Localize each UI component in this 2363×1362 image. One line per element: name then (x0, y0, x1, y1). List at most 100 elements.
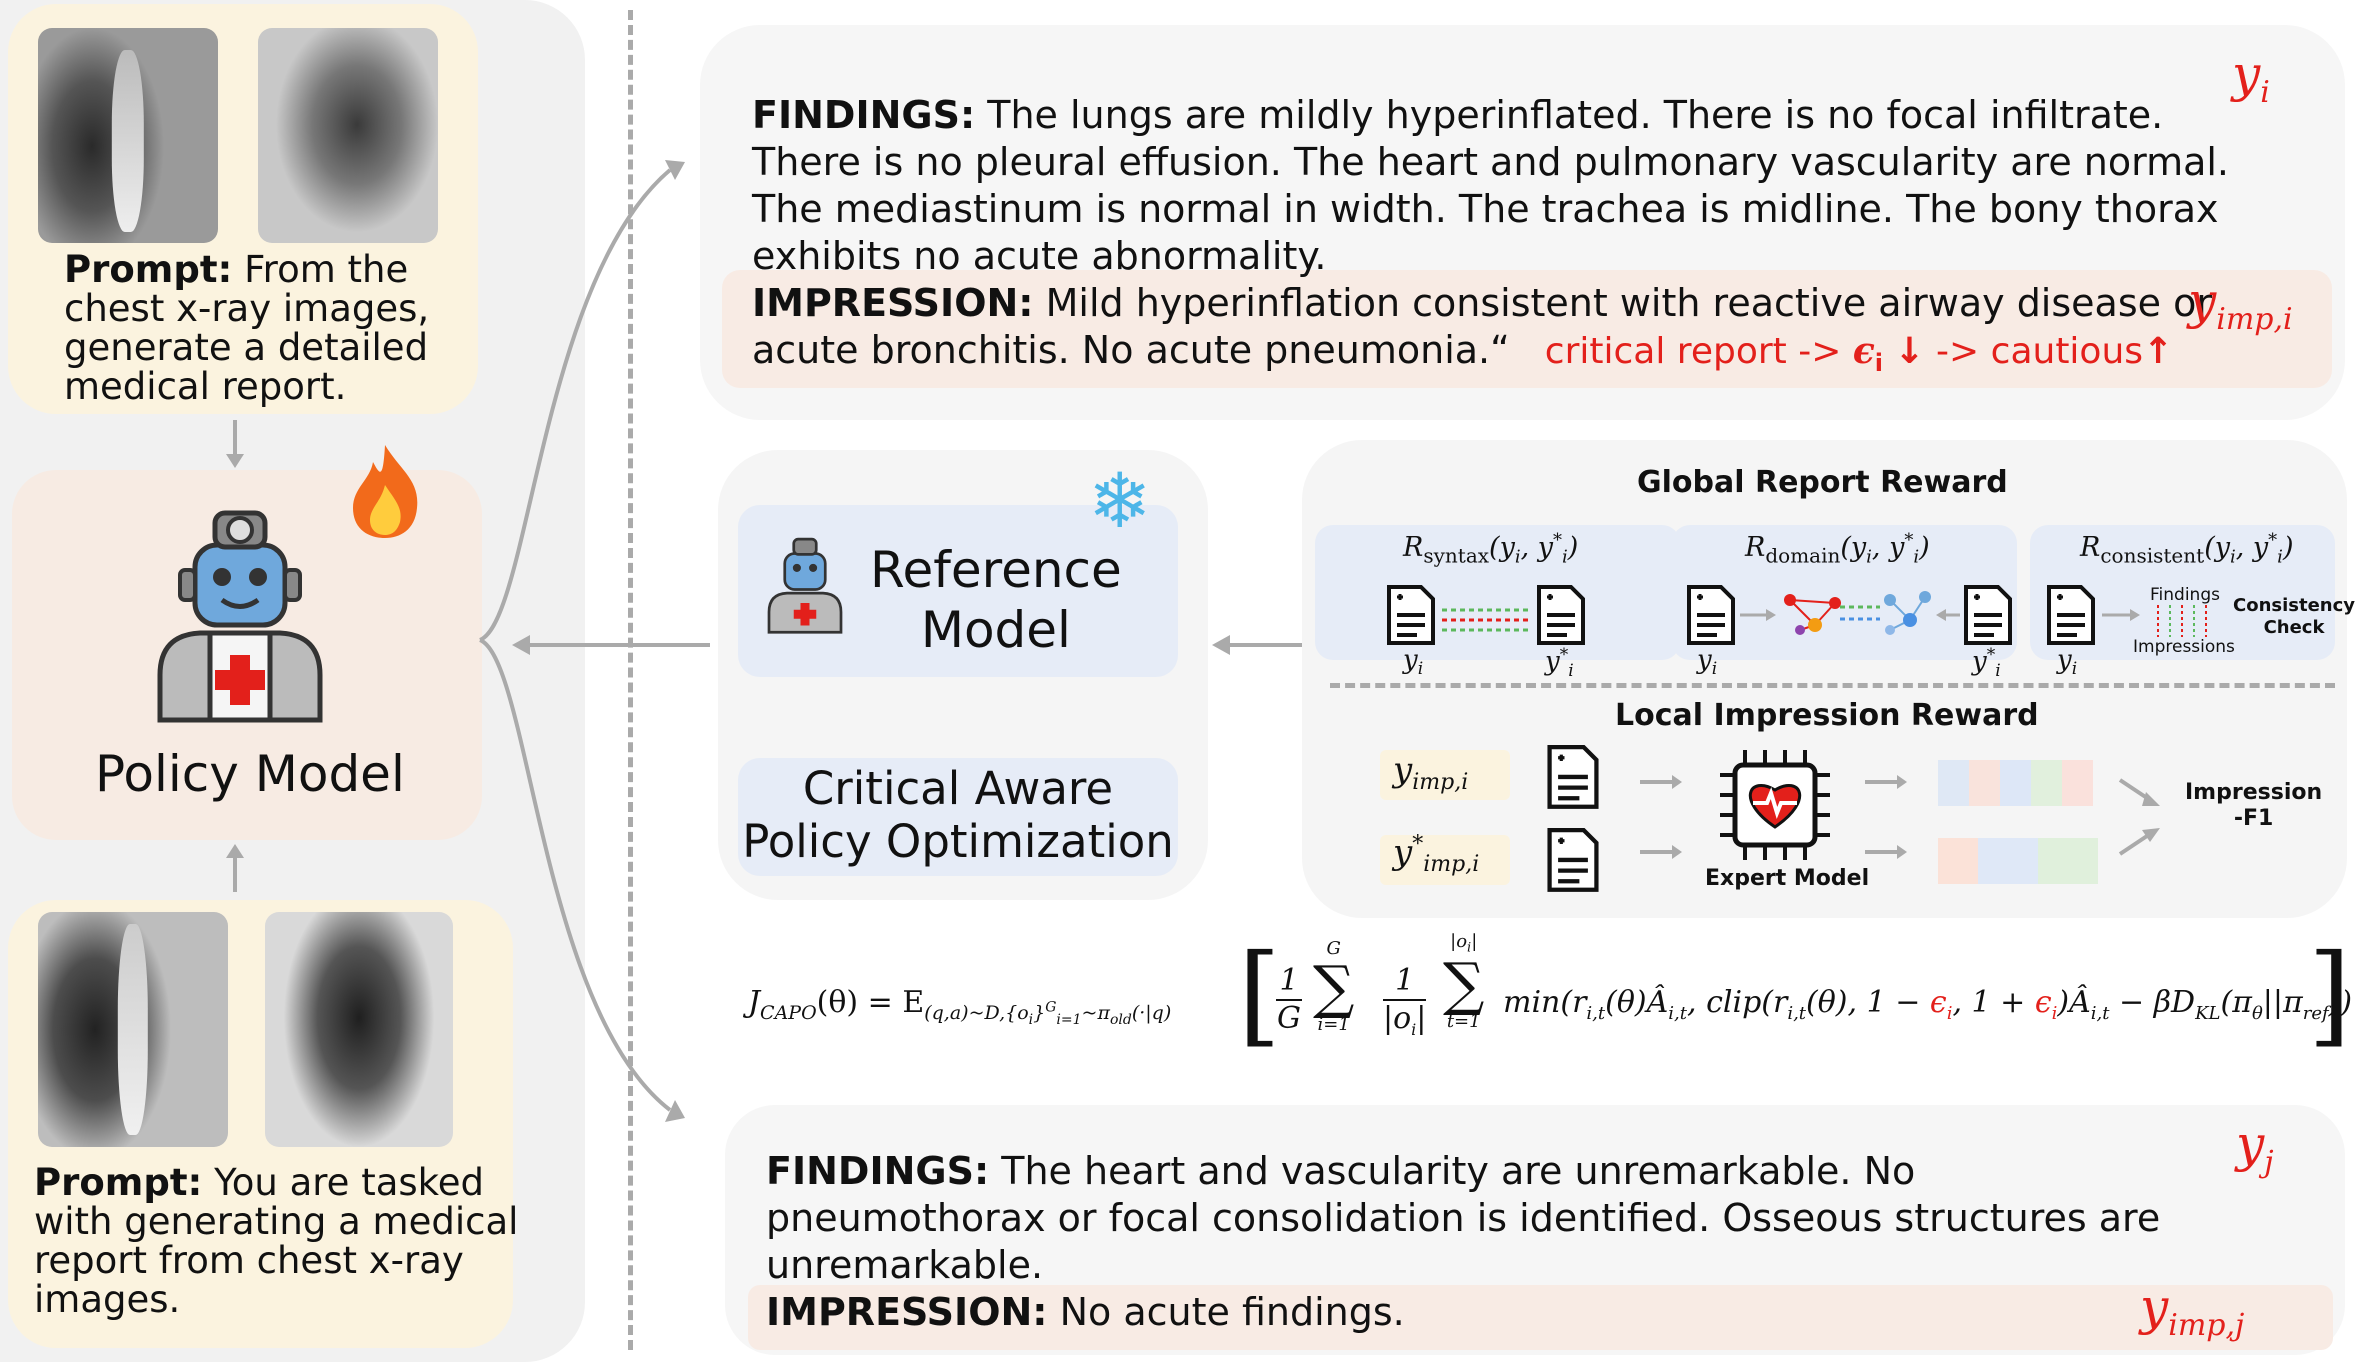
syntax-i-2: i (1562, 546, 1568, 568)
impression-top: IMPRESSION: Mild hyperinflation consiste… (752, 280, 2212, 387)
findings-bottom: FINDINGS: The heart and vascularity are … (766, 1148, 2160, 1289)
y-imp-i-label: yimp,i (2188, 272, 2293, 337)
domain-ystar-letter: y (1972, 646, 1987, 677)
domain-star: * (1904, 530, 1914, 551)
y-imp-j-label: yimp,j (2140, 1278, 2244, 1343)
syntax-ystar-star: * (1559, 645, 1569, 665)
domain-ystar-sub: i (1995, 660, 2001, 681)
impression-f1-1: Impression (2185, 780, 2323, 805)
y-imp-j-letter: y (2140, 1278, 2169, 1336)
prompt-top-line-2: chest x-ray images, (64, 287, 430, 330)
domain-i-2: i (1913, 546, 1920, 568)
reference-robot-icon (767, 537, 843, 634)
formula-body: min(ri,t(θ)Âi,t, clip(ri,t(θ), 1 − ϵi, 1… (1503, 985, 2353, 1024)
prompt-bottom-line-2: with generating a medical (34, 1200, 519, 1243)
findings-top-line-1: The lungs are mildly hyperinflated. Ther… (987, 93, 2164, 137)
frac2: 1|oi| (1383, 963, 1427, 1048)
syntax-reward-formula: Rsyntax(yi, y*i) (1403, 530, 1578, 567)
epsilon-sub: i (1874, 349, 1883, 378)
syntax-args: (y (1489, 532, 1515, 563)
prompt-bottom-line-1: You are tasked (214, 1161, 485, 1204)
domain-y-star: y*i (1972, 645, 2001, 681)
impression-vector-bottom (1938, 838, 2098, 884)
syntax-y-letter: y (1403, 645, 1418, 675)
domain-close: ) (1919, 532, 1930, 563)
consistency-check-2: Check (2263, 617, 2325, 638)
domain-y-sub: i (1711, 659, 1718, 680)
prompt-top-line-3: generate a detailed (64, 326, 429, 369)
consistency-check-label: Consistency Check (2233, 595, 2355, 639)
local-y-imp-i-star: y*imp,i (1393, 832, 1479, 877)
syntax-reward-box (1315, 525, 1680, 660)
findings-mini-label: Findings (2150, 585, 2220, 605)
up-arrow: ↑ (2143, 331, 2174, 372)
chest-xray-lateral-top (258, 28, 438, 243)
document-icon (1547, 828, 1599, 892)
document-icon (1687, 585, 1735, 645)
document-icon (1387, 585, 1435, 645)
vertical-dashed-divider (628, 10, 633, 1350)
findings-top-line-2: There is no pleural effusion. The heart … (752, 140, 2230, 184)
critical-note: critical report -> ϵi ↓ -> cautious↑ (1522, 330, 2174, 377)
syntax-sub: syntax (1423, 543, 1490, 568)
capo-line-1: Critical Aware (802, 762, 1114, 815)
syntax-close: ) (1567, 532, 1579, 563)
findings-bottom-line-1: The heart and vascularity are unremarkab… (1001, 1149, 1916, 1193)
syntax-y-star: y*i (1545, 645, 1574, 681)
findings-bottom-line-2: pneumothorax or focal consolidation is i… (766, 1196, 2161, 1240)
reference-model-box (738, 505, 1178, 677)
consistent-R: R (2080, 532, 2101, 563)
consistent-i-2: i (2277, 546, 2283, 568)
impressions-mini-label: Impressions (2133, 637, 2235, 657)
capo-objective-formula: JCAPO(θ) = E(q,a)~D,{oi}Gi=1~πold(·|q) [… (748, 933, 2352, 1075)
syntax-y-sub: i (1417, 659, 1424, 680)
syntax-y-i: yi (1403, 645, 1423, 679)
y-i-label: yi (2232, 45, 2270, 110)
findings-bottom-label: FINDINGS: (766, 1149, 990, 1193)
formula-J: JCAPO(θ) = E(q,a)~D,{oi}Gi=1~πold(·|q) (748, 985, 1172, 1028)
capo-box (738, 758, 1178, 876)
syntax-compare-lines (1442, 608, 1532, 632)
domain-ystar-star: * (1986, 645, 1996, 665)
domain-reward-formula: Rdomain(yi, y*i) (1745, 530, 1930, 567)
local-y-imp-i-letter: y (1393, 750, 1413, 790)
y-imp-i-letter: y (2188, 272, 2217, 330)
impression-f1-label: Impression -F1 (2185, 780, 2322, 832)
sum1: G∑i=1 (1313, 938, 1355, 1035)
impression-top-line-1: Mild hyperinflation consistent with reac… (1045, 281, 2212, 325)
impression-f1-2: -F1 (2233, 806, 2274, 831)
document-icon (1547, 745, 1599, 809)
snowflake-icon: ❄ (1088, 456, 1152, 545)
prompt-top-line-1: From the (244, 248, 409, 291)
findings-top-line-3: The mediastinum is normal in width. The … (752, 187, 2219, 231)
reference-model-line-2: Model (920, 601, 1071, 659)
syntax-ystar-sub: i (1568, 660, 1574, 681)
syntax-R: R (1403, 532, 1424, 563)
epsilon-symbol: ϵ (1852, 330, 1875, 372)
consistent-args-tail: , y (2235, 532, 2269, 563)
local-reward-title: Local Impression Reward (1615, 698, 2039, 733)
prompt-bottom-line-3: report from chest x-ray (34, 1239, 464, 1282)
down-arrow: ↓ (1894, 331, 1925, 372)
expert-model-label: Expert Model (1705, 866, 1870, 891)
y-i-sub: i (2260, 75, 2270, 110)
prompt-bottom-text: Prompt: You are tasked with generating a… (34, 1163, 518, 1319)
syntax-star: * (1553, 530, 1563, 551)
findings-top-line-4: exhibits no acute abnormality. (752, 234, 1327, 278)
y-imp-i-star-chip (1380, 835, 1510, 885)
syntax-args-tail: , y (1520, 532, 1554, 563)
domain-i-1: i (1866, 546, 1872, 568)
prompt-bottom-label: Prompt: (34, 1161, 203, 1204)
impression-top-label: IMPRESSION: (752, 281, 1034, 325)
reference-model-title: Reference Model (870, 540, 1122, 660)
formula-left-bracket: [ (1238, 930, 1281, 1058)
chest-xray-frontal-top (38, 28, 218, 243)
consistent-sub: consistent (2100, 543, 2205, 568)
consistent-close: ) (2282, 532, 2294, 563)
prompt-top-label: Prompt: (64, 248, 233, 291)
arrow-prompt-to-policy (226, 420, 244, 468)
chest-xray-frontal-bottom (38, 912, 228, 1147)
knowledge-graph-icon (1740, 591, 1960, 635)
local-y-imp-star: * (1412, 832, 1424, 857)
